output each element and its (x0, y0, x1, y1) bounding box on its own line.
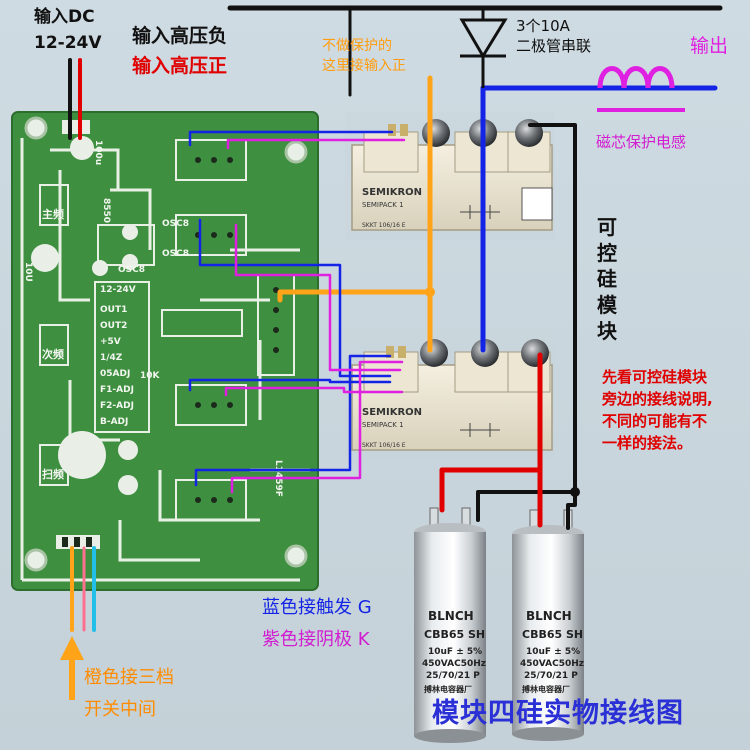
diode-label-line2: 二极管串联 (516, 37, 592, 55)
thyristor-char-4: 模 (597, 293, 617, 317)
inductor-symbol (597, 66, 685, 112)
wiring-note-line: 不同的可能有不 (602, 412, 708, 430)
svg-text:10uF ± 5%: 10uF ± 5% (526, 647, 580, 657)
pcb-silk-label: 次频 (42, 347, 64, 361)
inductor-label: 磁芯保护电感 (596, 133, 687, 151)
no-protection-label-line1: 不做保护的 (322, 38, 392, 54)
svg-text:450VAC50Hz: 450VAC50Hz (422, 659, 486, 669)
input-hv-positive-label: 输入高压正 (132, 55, 228, 77)
module-brand-bottom: SEMIKRON (362, 407, 422, 418)
thyristor-char-5: 块 (597, 319, 617, 343)
wiring-note-line: 旁边的接线说明, (602, 390, 713, 408)
pcb-silk-label: 10U (23, 262, 33, 282)
svg-text:CBB65 SH: CBB65 SH (424, 628, 485, 641)
capacitor-right (512, 509, 584, 741)
thyristor-module-label: 可 控 硅 模 块 (594, 214, 620, 344)
thyristor-module-top (345, 112, 555, 240)
module-part-top: SKKT 106/16 E (362, 222, 406, 229)
pcb-silk-label: OUT2 (100, 321, 127, 331)
thyristor-char-1: 可 (597, 215, 617, 239)
wiring-note-line: 一样的接法。 (602, 434, 693, 452)
module-brand-top: SEMIKRON (362, 187, 422, 198)
svg-text:搏林电容器厂: 搏林电容器厂 (522, 684, 570, 694)
orange-switch-label-line2: 开关中间 (84, 699, 156, 720)
svg-text:10uF ± 5%: 10uF ± 5% (428, 647, 482, 657)
pcb-silk-label: OSC8 (162, 249, 189, 259)
pcb-silk-label: 主频 (42, 207, 64, 221)
wiring-note-line: 先看可控硅模块 (602, 368, 708, 386)
orange-switch-label-line1: 橙色接三档 (84, 667, 174, 688)
pcb-silk-label: B-ADJ (100, 417, 128, 427)
thyristor-module-bottom (345, 330, 555, 458)
wires (68, 5, 723, 632)
diode-symbol (459, 8, 508, 88)
no-protection-label-line2: 这里接输入正 (322, 58, 406, 74)
pcb-silk-label: 05ADJ (100, 369, 130, 379)
module-model-bottom: SEMIPACK 1 (362, 421, 404, 429)
pcb-silk-label: 10K (140, 371, 161, 381)
pcb-silkscreen: 主频次频扫频10KL1459FOSC8OSC8OSC812-24VOUT1OUT… (23, 140, 283, 497)
pcb-silk-label: 1/4Z (100, 353, 123, 363)
diode-label-line1: 3个10A (516, 17, 570, 35)
capacitor-left (414, 507, 486, 743)
svg-text:CBB65 SH: CBB65 SH (522, 628, 583, 641)
pcb-silk-label: 扫频 (42, 467, 64, 481)
module-model-top: SEMIPACK 1 (362, 201, 404, 209)
wiring-note: 先看可控硅模块 旁边的接线说明, 不同的可能有不 一样的接法。 (602, 366, 713, 454)
pcb-silk-label: F1-ADJ (100, 385, 134, 395)
output-label: 输出 (690, 35, 729, 57)
pcb-silk-label: 12-24V (100, 285, 136, 295)
thyristor-char-2: 控 (597, 241, 617, 265)
pcb-silk-label: F2-ADJ (100, 401, 134, 411)
thyristor-char-3: 硅 (597, 267, 617, 291)
module-part-bottom: SKKT 106/16 E (362, 442, 406, 449)
capacitor-labels: BLNCH CBB65 SH 10uF ± 5% 450VAC50Hz 25/7… (422, 609, 584, 694)
svg-text:BLNCH: BLNCH (428, 609, 474, 623)
input-hv-negative-label: 输入高压负 (132, 25, 228, 47)
svg-text:BLNCH: BLNCH (526, 609, 572, 623)
svg-text:25/70/21 P: 25/70/21 P (524, 671, 578, 681)
blue-gate-label: 蓝色接触发 G (262, 597, 372, 618)
purple-cathode-label: 紫色接阴极 K (262, 629, 370, 650)
pcb-silk-label: 8550 (101, 198, 111, 223)
page-title: 模块四硅实物接线图 (432, 698, 684, 729)
input-dc-voltage: 12-24V (34, 33, 102, 53)
svg-text:搏林电容器厂: 搏林电容器厂 (424, 684, 472, 694)
pcb-silk-label: OSC8 (162, 219, 189, 229)
pcb-silk-label: 100u (93, 140, 103, 165)
svg-text:450VAC50Hz: 450VAC50Hz (520, 659, 584, 669)
pcb-silk-label: OUT1 (100, 305, 127, 315)
svg-text:25/70/21 P: 25/70/21 P (426, 671, 480, 681)
orange-arrow-up (60, 636, 84, 700)
input-dc-label: 输入DC (34, 7, 95, 27)
pcb-silk-label: +5V (100, 337, 121, 347)
pcb-silk-label: OSC8 (118, 265, 145, 275)
